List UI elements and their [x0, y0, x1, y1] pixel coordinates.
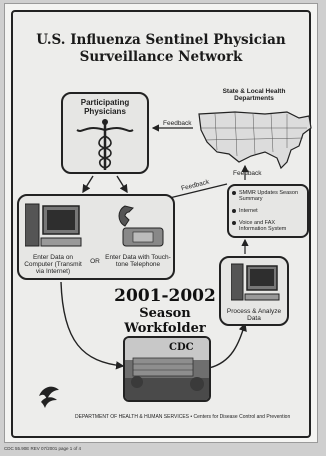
report-item-label: SMMR Updates Season Summary	[239, 190, 298, 202]
caduceus-icon	[76, 119, 134, 170]
or-label: OR	[90, 258, 100, 265]
report-item-1: SMMR Updates Season Summary	[232, 190, 303, 202]
flow-arrows	[60, 124, 249, 370]
data-entry-box: Enter Data on Computer (Transmit via Int…	[17, 194, 175, 280]
cdc-photo-box: CDC	[123, 336, 211, 402]
season-title: 2001-2002 Season Workfolder	[105, 286, 225, 336]
title-line-2: Surveillance Network	[79, 49, 243, 65]
bullet-icon	[232, 191, 236, 195]
season-word: Season	[139, 306, 191, 321]
process-analyze-box: Process & Analyze Data	[219, 256, 289, 326]
bullet-icon	[232, 221, 236, 225]
participating-physicians-box: Participating Physicians	[61, 92, 149, 174]
feedback-label-1: Feedback	[163, 120, 192, 127]
cdc-building-image	[125, 338, 209, 400]
page-title: U.S. Influenza Sentinel Physician Survei…	[19, 32, 303, 66]
bullet-icon	[232, 209, 236, 213]
report-item-3: Voice and FAX Information System	[232, 220, 303, 232]
telephone-icon	[118, 205, 164, 247]
us-map-icon	[198, 111, 312, 170]
department-footer: DEPARTMENT OF HEALTH & HUMAN SERVICES • …	[75, 414, 291, 420]
hhs-eagle-logo-icon	[39, 386, 59, 408]
report-item-2: Internet	[232, 208, 258, 215]
season-workfolder: Workfolder	[124, 321, 206, 336]
season-year: 2001-2002	[114, 286, 216, 306]
document-page: U.S. Influenza Sentinel Physician Survei…	[4, 3, 318, 443]
health-departments-label: State & Local Health Departments	[222, 88, 286, 102]
form-code: CDC 55.90E REV 07/2001 page 1 of 4	[4, 446, 82, 451]
enter-data-computer-label: Enter Data on Computer (Transmit via Int…	[24, 254, 82, 275]
process-analyze-label: Process & Analyze Data	[226, 308, 282, 322]
page-border: U.S. Influenza Sentinel Physician Survei…	[11, 10, 312, 438]
reports-box: SMMR Updates Season Summary Internet Voi…	[227, 184, 309, 238]
participating-physicians-label: Participating Physicians	[80, 98, 130, 116]
report-item-label: Voice and FAX Information System	[239, 220, 287, 232]
computer-icon	[25, 203, 82, 247]
enter-data-phone-label: Enter Data with Touch-tone Telephone	[105, 254, 171, 268]
computer-icon	[231, 263, 280, 301]
feedback-label-3: Feedback	[233, 170, 262, 177]
cdc-label: CDC	[169, 342, 194, 353]
title-line-1: U.S. Influenza Sentinel Physician	[36, 32, 286, 48]
report-item-label: Internet	[239, 208, 258, 214]
